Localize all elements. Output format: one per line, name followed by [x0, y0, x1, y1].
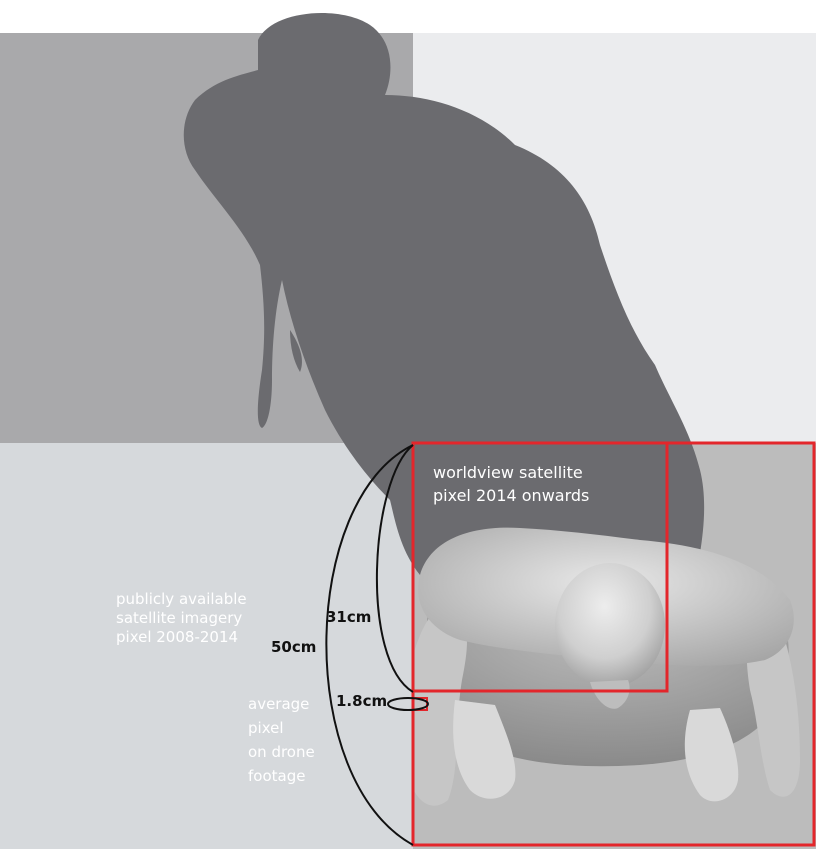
size-label-31cm: 31cm — [326, 608, 371, 626]
drone-label-line-2: pixel — [248, 716, 315, 740]
drone-label-line-4: footage — [248, 764, 315, 788]
drone-label-line-1: average — [248, 692, 315, 716]
drone-label-line-3: on drone — [248, 740, 315, 764]
worldview-label-line-1: worldview satellite — [433, 461, 589, 484]
human-figure-top-view — [404, 528, 800, 806]
public-label-line-3: pixel 2008-2014 — [116, 628, 247, 647]
public-label-line-1: publicly available — [116, 590, 247, 609]
public-label-line-2: satellite imagery — [116, 609, 247, 628]
public-imagery-label: publicly available satellite imagery pix… — [116, 590, 247, 647]
size-label-1-8cm: 1.8cm — [336, 692, 387, 710]
size-label-50cm: 50cm — [271, 638, 316, 656]
worldview-satellite-label: worldview satellite pixel 2014 onwards — [433, 461, 589, 507]
drone-pixel-label: average pixel on drone footage — [248, 692, 315, 788]
worldview-label-line-2: pixel 2014 onwards — [433, 484, 589, 507]
